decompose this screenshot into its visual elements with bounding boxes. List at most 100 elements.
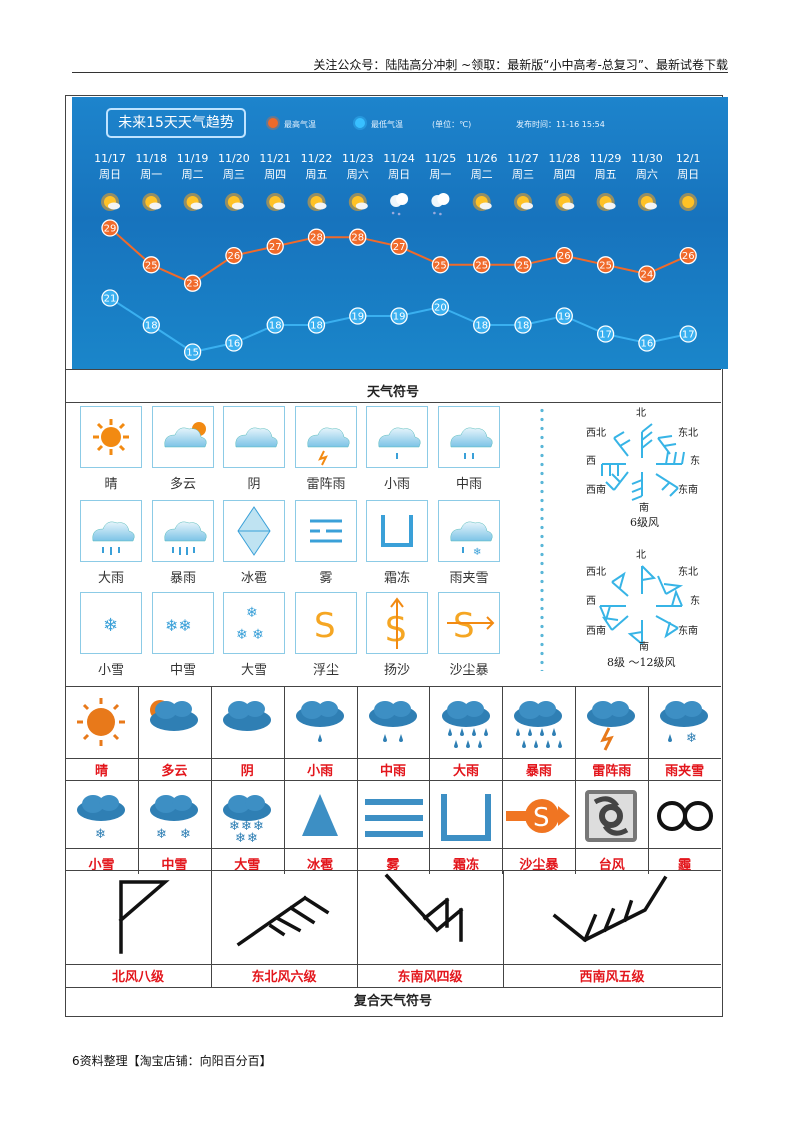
symbol-label: 沙尘暴 [449,663,489,678]
low-temperature-point [555,307,573,325]
low-temperature-point [183,343,202,361]
typhoon-icon [585,790,638,842]
legend-low-label: 最低气温 [371,120,403,129]
high-temperature-point [638,265,656,283]
low-temperature-label: 19 [393,312,406,323]
heavy-snow-icon: ❄❄ ❄ [236,605,264,643]
high-temperature-line [109,227,689,285]
sunny-icon [183,193,203,211]
sunny-icon [93,419,129,455]
day-date: 11/17 [94,152,126,165]
table-label: 小雨 [307,764,334,779]
low-temperature-point [596,325,615,343]
rose-a-n: 北 [636,408,646,419]
svg-text:❄ ❄: ❄ ❄ [236,627,264,643]
day-weekday: 周三 [512,168,534,181]
divider [65,870,721,871]
high-legend-icon [268,118,278,128]
day-date: 11/20 [218,152,250,165]
heavy-rain-icon [92,521,135,555]
svg-text:❄❄: ❄❄ [165,616,192,635]
symbol-box [438,406,500,468]
table-cell: ❄雨夹雪 [648,686,721,780]
symbol-label: 中雨 [455,477,482,492]
table-label: 霾 [678,858,692,873]
symbol-box [80,406,142,468]
wind-barbs-row [118,873,668,954]
symbol-label: 大雨 [97,571,124,586]
day-date: 11/23 [341,152,374,165]
page-header: 关注公众号：陆陆高分冲刺 ~领取：最新版“小中高考-总复习”、最新试卷下载 [313,58,728,72]
divider [65,987,721,988]
day-date: 11/26 [465,152,498,165]
section-caption-composite: 复合天气符号 [353,994,432,1009]
table-label: 大雨 [452,764,479,779]
symbol-label: 阴 [247,477,261,492]
forecast-day: 11/20 周三 [210,151,258,183]
svg-text:❄: ❄ [473,547,481,558]
moderate-snow-icon: ❄❄ [165,616,192,635]
sunny-icon [142,193,162,211]
day-weekday: 周四 [553,168,576,181]
svg-text:S: S [314,606,336,646]
rose-a-e: 东 [690,456,700,467]
high-temperature-point [555,246,573,265]
legend-high-label: 最高气温 [284,120,316,129]
svg-text:❄: ❄ [180,827,191,842]
day-weekday: 周日 [677,168,700,181]
symbol-box: S [366,592,428,654]
symbol-label: 雾 [319,571,333,586]
symbol-label: 大雪 [240,663,267,678]
symbol-label: 雨夹雪 [449,571,489,586]
wind-cell: 北风八级 [65,870,212,987]
table-cell: 小雨 [284,686,358,780]
table-label: 霜冻 [452,858,479,873]
high-temperature-label: 26 [558,251,571,262]
wind-label: 西南风五级 [579,970,645,985]
svg-text:❄: ❄ [156,827,167,842]
low-temperature-label: 21 [104,294,117,305]
moderate-rain-icon [368,701,417,742]
section-caption-symbols: 天气符号 [366,385,419,400]
divider [65,402,721,403]
publish-time: 发布时间：11-16 15:54 [516,120,605,129]
rose-a-sw: 西南 [586,485,606,496]
rose-b-w: 西 [586,596,596,607]
low-temperature-point [390,307,408,325]
sunny-icon [307,193,327,211]
table-label: 阴 [240,764,254,779]
header-rule [72,72,728,73]
day-weekday: 周三 [222,168,245,181]
southeast-wind-4-icon [384,873,464,942]
rose-a-w: 西 [586,456,596,467]
heavy-snow-icon: ❄❄❄❄❄ [222,795,271,846]
table-label: 沙尘暴 [519,858,559,873]
symbol-box [223,500,285,562]
high-temperature-point [596,256,615,274]
rose-b-ne: 东北 [678,567,698,578]
low-temperature-label: 18 [517,321,530,332]
sunny-icon [514,193,533,211]
low-temperature-point [266,316,284,334]
sleet-icon: ❄ [450,521,493,558]
heavy-rain-icon [441,701,490,748]
light-snow-icon: ❄ [103,615,118,636]
rainstorm-icon [514,701,563,748]
divider [65,686,721,687]
table-cell: 中雨 [357,686,431,780]
southwest-wind-5-icon [552,875,668,943]
unit-label: (单位：℃) [432,120,472,129]
day-date: 11/21 [259,152,292,165]
wind-cell: 西南风五级 [503,870,721,987]
sunny-icon [101,193,120,211]
page-footer: 6资料整理【淘宝店铺：向阳百分百】 [72,1054,272,1068]
table-cell: 晴 [65,686,139,780]
day-date: 11/28 [548,152,581,165]
partly-cloudy-icon [164,422,207,448]
day-weekday: 周五 [305,168,328,181]
